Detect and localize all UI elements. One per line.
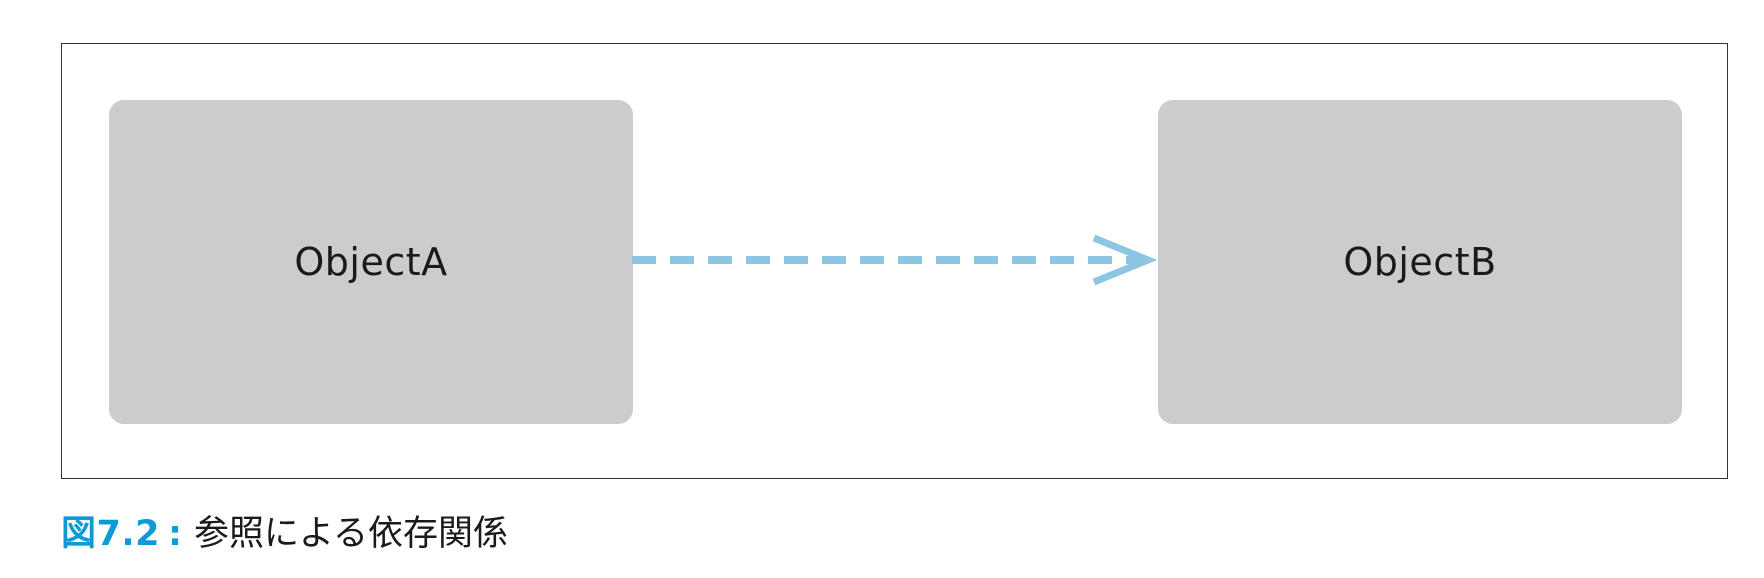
dependency-arrow [632,234,1158,286]
caption-text: 参照による依存関係 [194,514,508,554]
object-a-node: ObjectA [109,100,633,424]
object-b-label: ObjectB [1343,240,1497,284]
dependency-arrowhead [1092,234,1158,286]
object-b-node: ObjectB [1158,100,1682,424]
caption-number: 図7.2 [61,514,161,554]
object-a-label: ObjectA [294,240,448,284]
caption-separator: : [168,514,183,554]
figure-caption: 図7.2 : 参照による依存関係 [61,505,508,556]
